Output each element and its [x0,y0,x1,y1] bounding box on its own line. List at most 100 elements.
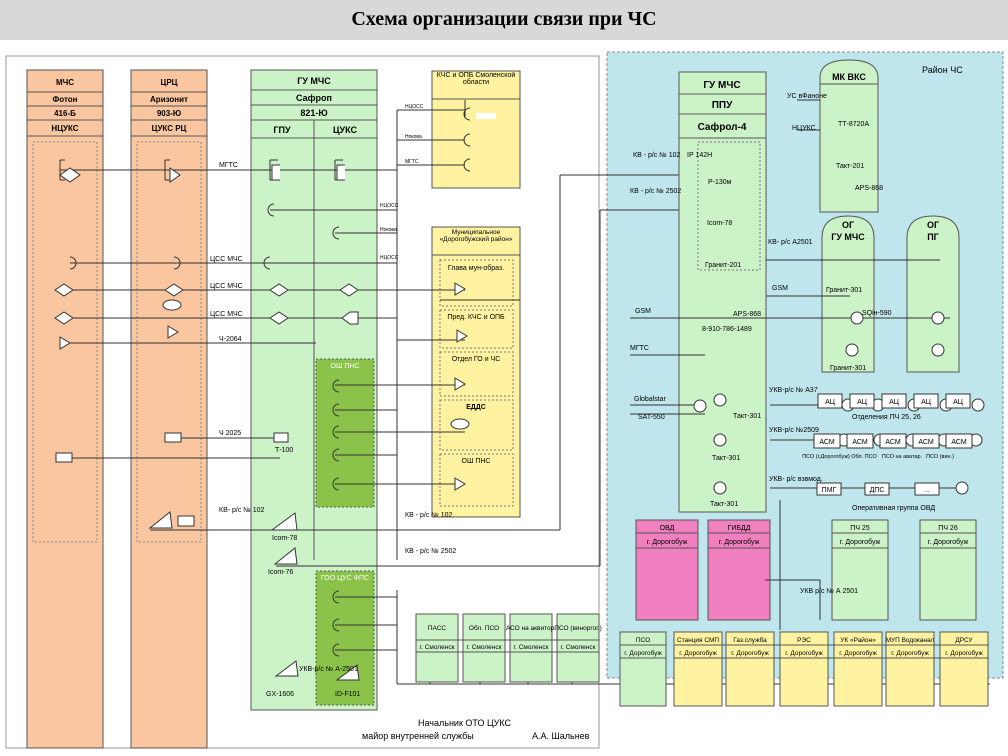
r-ukv-vz: УКВ- р/с взвмод. [769,476,823,483]
r-ip: IP 142H [687,152,712,159]
pch25-box: ПЧ 25 г. Дорогобуж [831,519,889,621]
pch-unit-4-label: АЦ [953,399,964,406]
sl-4: Нокова [380,227,397,233]
pch-unit-3-box [913,393,939,409]
bb-10-city: г. Дорогобуж [945,649,983,657]
phone-icons [59,100,471,657]
r-globalstar: Globalstar [634,396,667,403]
pso-label-3: ПСО (вин.) [926,454,954,460]
r-ukv2509: УКВ-р/с №2509 [769,427,819,434]
asm-unit-0-box [813,433,841,449]
lbl-t100: Т-100 [275,447,293,454]
gibdd-box: ГИБДД г. Дорогобуж [707,519,771,621]
lbl-icom78: Icom-78 [272,535,297,542]
og2b-label: ПГ [927,232,939,242]
asm-unit-3-box [912,433,940,449]
kchs-title: КЧС и ОПБ Смоленской области [436,72,516,86]
pmg-box [816,482,842,496]
pch26-box: ПЧ 26 г. Дорогобуж [919,519,977,621]
lbl-csm3: ЦСС МЧС [210,311,243,318]
pch25-label: ПЧ 25 [850,525,870,532]
bb-2-name: АСО на аквитор. [506,625,556,632]
mun-row-1: Глава мун-образ. [448,264,504,272]
bb-1-city: г. Смоленск [467,644,502,651]
bb-5-city: г. Дорогобуж [679,649,717,657]
r-tact: Такт-201 [836,163,864,170]
lbl-gx: GX-1606 [266,691,294,698]
gibdd-label: ГИБДД [728,525,751,532]
pch26-label: ПЧ 26 [938,525,958,532]
lbl-kv2502: КВ - р/с № 2502 [405,548,456,555]
title-bar [0,0,1008,40]
r-ncuks: НЦУКС [792,125,816,132]
pch-unit-1-label: АЦ [857,399,868,406]
lbl-csm2: ЦСС МЧС [210,283,243,290]
og2a-label: ОГ [927,220,939,230]
r-uc: УС вФаноне [787,93,827,100]
asm-unit-0-label: АСМ [819,439,834,446]
pso-label-0: ПСО (г.Дорогобуж) [802,454,850,460]
asm-unit-2-box [879,433,907,449]
dots-label: ... [924,487,930,494]
lbl-kv102: КВ- р/с № 102 [219,507,265,514]
asm-unit-4-box [945,433,973,449]
footer-rank-text: майор внутренней службы [362,731,474,741]
gu-h1: ГУ МЧС [297,76,331,86]
mun-row-2: Пред. КЧС и ОПБ [447,314,505,321]
sl-0: НЦОСС [405,104,424,110]
pch-unit-0-label: АЦ [825,399,836,406]
lbl-id: ID-F101 [335,691,360,698]
bb-2-city: г. Смоленск [514,644,549,651]
ppu-label: ППУ [712,100,733,111]
dots-box [914,482,940,496]
r-granit301: Гранит-301 [830,365,866,372]
lbl-csm1: ЦСС МЧС [210,256,243,263]
bb-7-city: г. Дорогобуж [785,649,823,657]
mchs-column: МЧС Фотон 416-Б НЦУКС [26,69,104,749]
gibdd-city: г. Дорогобуж [719,538,760,546]
gu-mchs-column: ГУ МЧС Сафроп 821-Ю ГПУ ЦУКС ОШ ПНС ГОО … [250,69,378,711]
region-label: Район ЧС [922,65,963,75]
r-aps: АРS-868 [855,185,883,192]
bb-9-name: МУП Водоканал [886,637,935,644]
pch-unit-4-box [945,393,971,409]
crc-h1: ЦРЦ [160,78,177,87]
bottom-left-boxes [415,613,989,707]
ovd-city: г. Дорогобуж [647,538,688,546]
mun-box: Муниципальное «Дорогобужский район» Глав… [431,226,521,518]
pso-label-2: ПСО на аватар. [882,454,923,460]
r-r130: Р-130м [708,179,732,186]
pch-unit-2-label: АЦ [889,399,900,406]
og-gu-box: ОГ ГУ МЧС [821,215,875,373]
asm-unit-2-label: АСМ [885,439,900,446]
r-granit201: Гранит-201 [705,262,741,269]
small-labels: НЦОСС Нокова МГТС НЦОСС Нокова НЦОСС [380,104,424,261]
r-tact301: Такт-301 [710,501,738,508]
r-kv2502: КВ - р/с № 2502 [630,188,681,195]
kchs-box: КЧС и ОПБ Смоленской области [431,70,521,189]
asm-unit-1-box [846,433,874,449]
bb-0-city: г. Смоленск [420,644,455,651]
mchs-h3: 416-Б [54,109,76,118]
line-labels: МГТС ЦСС МЧС ЦСС МЧС ЦСС МЧС Ч-2064 Ч 20… [210,162,456,698]
sl-1: Нокова [405,134,422,140]
pmg-label: ПМГ [822,487,837,494]
lbl-mgts: МГТС [219,162,238,169]
bb-8-name: УК «Район» [840,636,876,644]
bb-4-city: г. Дорогобуж [624,649,662,657]
mchs-h1: МЧС [56,78,74,87]
terminal-icons [54,164,470,491]
lbl-ch2064: Ч-2064 [219,336,242,343]
r-kv102: КВ - р/с № 102 [633,152,680,159]
r-sq: SQiн-590 [862,310,892,317]
r-tact-a: Такт-301 [733,413,761,420]
bb-3-city: г. Смоленск [561,644,596,651]
og1b-label: ГУ МЧС [831,232,865,242]
bb-9-city: г. Дорогобуж [891,649,929,657]
bottom-text: ПАСС г. Смоленск Обл. ПСО г. Смоленск АС… [420,624,984,657]
asm-unit-4-label: АСМ [951,439,966,446]
r-granit: Гранит-301 [826,287,862,294]
gu-h2: Сафроп [296,93,332,103]
r-ukv-a37: УКВ-р/с № А37 [769,387,818,394]
bb-6-name: Газ.служба [733,636,767,644]
